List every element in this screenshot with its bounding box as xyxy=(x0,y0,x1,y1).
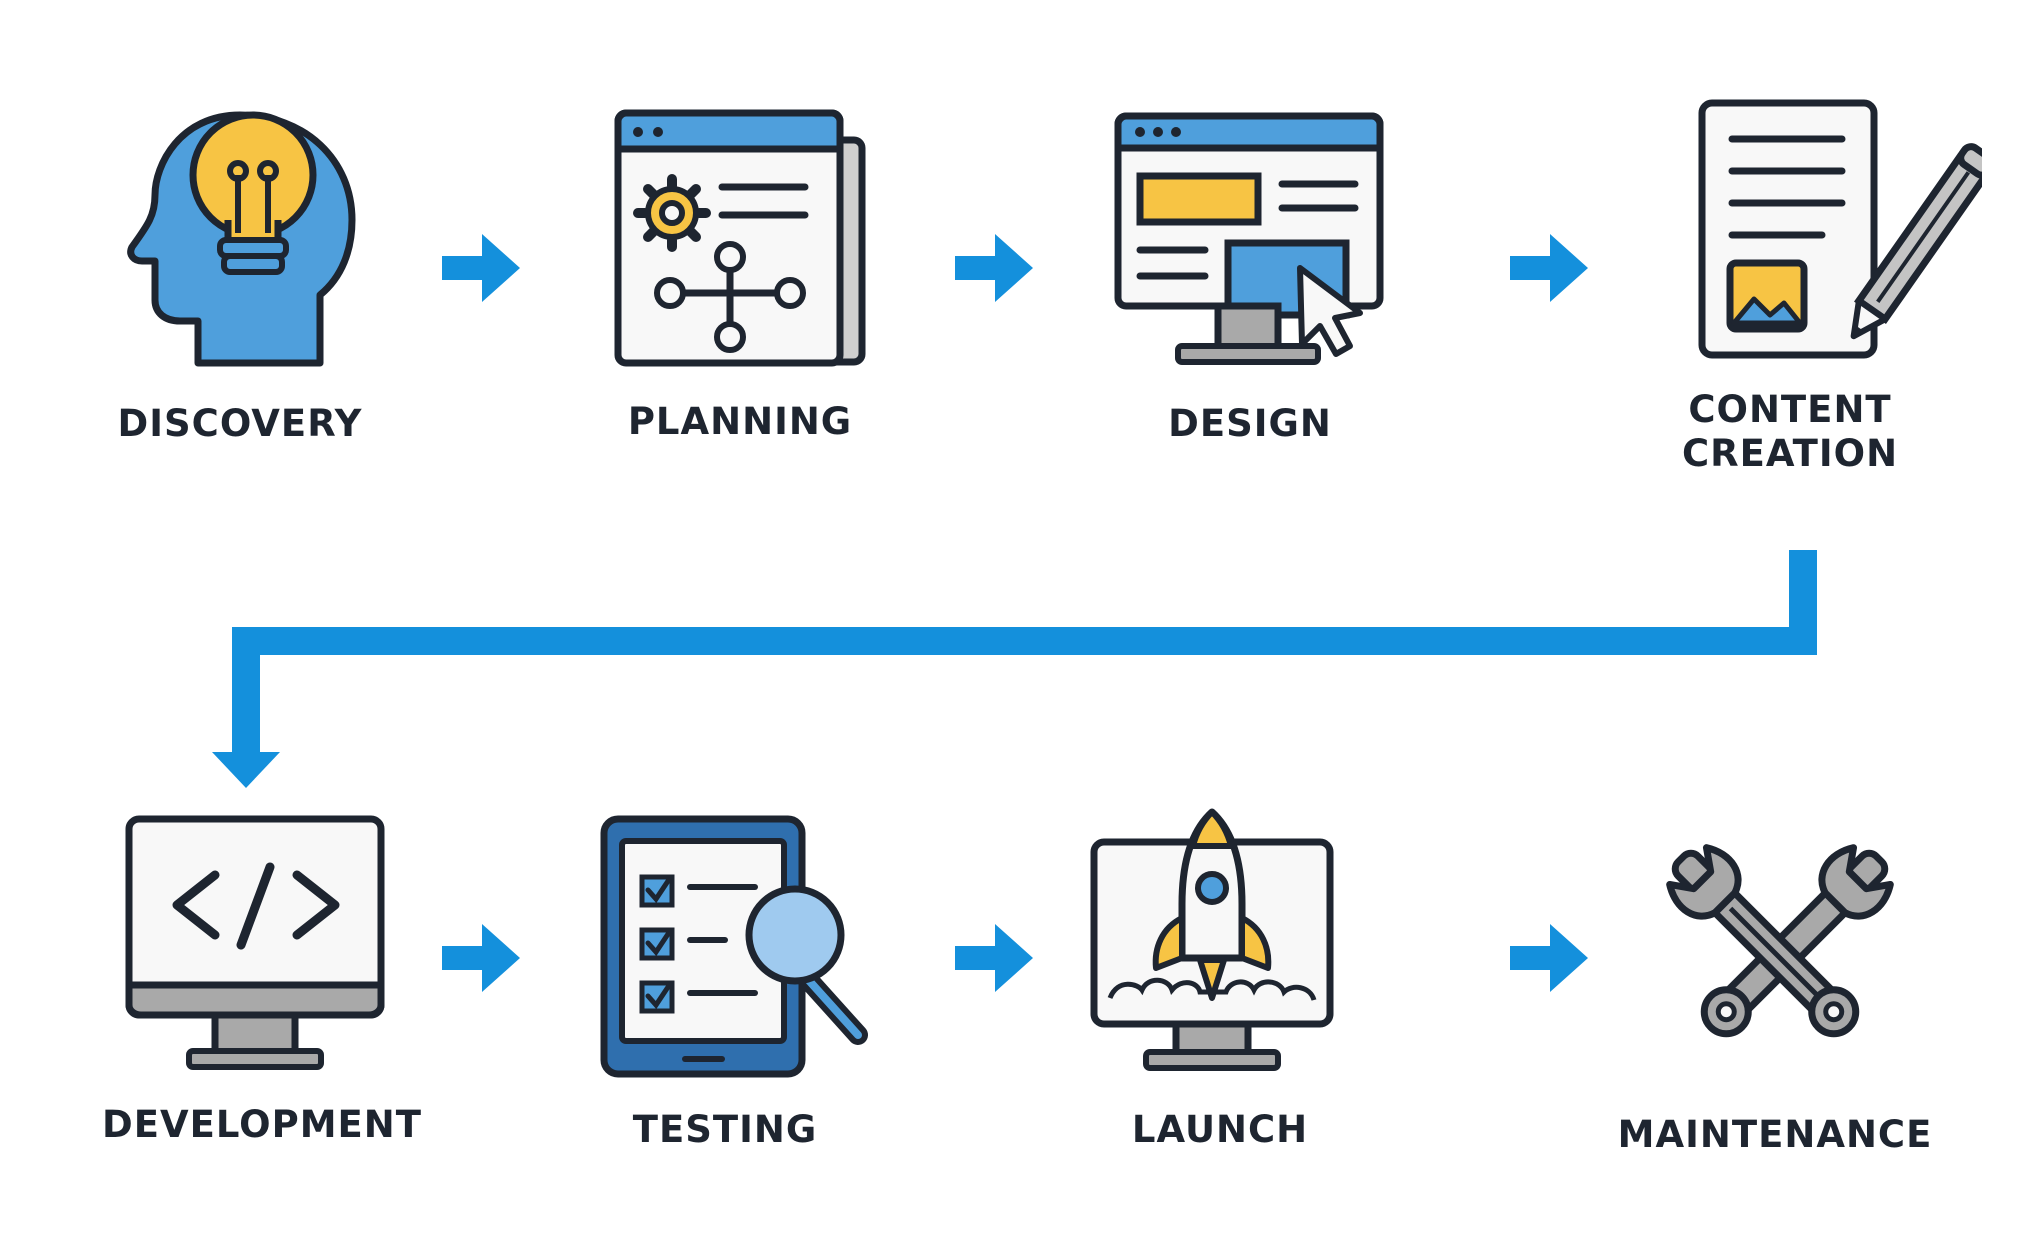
label-planning: PLANNING xyxy=(627,400,853,443)
arrow-planning-to-design xyxy=(955,234,1033,302)
monitor-rocket-icon xyxy=(1090,808,1334,1071)
planning-window-gear-icon xyxy=(614,109,866,367)
label-development: DEVELOPMENT xyxy=(101,1103,423,1146)
document-pencil-icon xyxy=(1698,99,1982,359)
label-content-line1: CONTENT xyxy=(1688,388,1892,431)
arrow-testing-to-launch xyxy=(955,924,1033,992)
label-launch: LAUNCH xyxy=(1131,1108,1309,1151)
arrow-launch-to-maintenance xyxy=(1510,924,1588,992)
label-discovery: DISCOVERY xyxy=(117,402,363,445)
head-lightbulb-icon xyxy=(127,111,356,367)
label-maintenance: MAINTENANCE xyxy=(1617,1113,1933,1156)
label-content-line2: CREATION xyxy=(1681,432,1899,475)
label-design: DESIGN xyxy=(1168,402,1332,445)
label-testing: TESTING xyxy=(632,1108,818,1151)
crossed-wrenches-icon xyxy=(1666,844,1894,1038)
arrow-design-to-content xyxy=(1510,234,1588,302)
label-content-creation: CONTENT CREATION xyxy=(1682,388,1898,476)
tablet-checklist-magnifier-icon xyxy=(600,815,868,1078)
arrow-discovery-to-planning xyxy=(442,234,520,302)
design-monitor-cursor-icon xyxy=(1114,112,1384,365)
code-monitor-icon xyxy=(125,815,385,1070)
arrow-development-to-testing xyxy=(442,924,520,992)
